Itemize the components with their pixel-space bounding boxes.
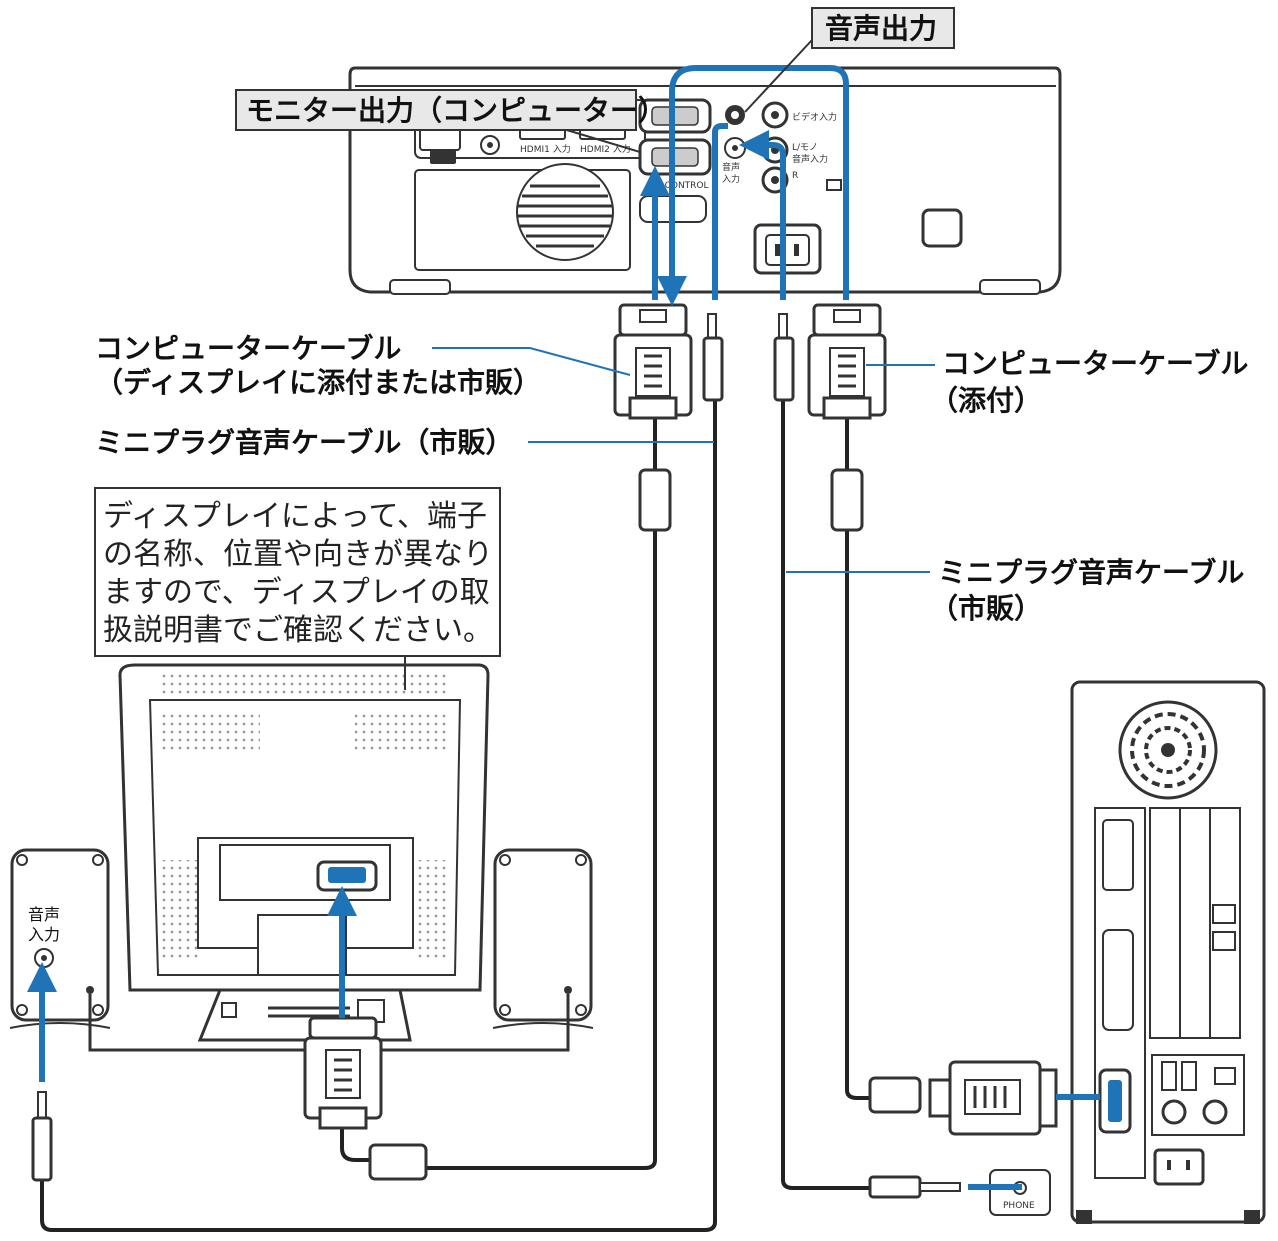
- audio-out-label: 音声出力: [825, 12, 937, 45]
- security-slot-icon: [826, 179, 842, 191]
- cable-left-sublabel: （ディスプレイに添付または市販）: [95, 366, 541, 399]
- svg-text:HDMI1 入力: HDMI1 入力: [520, 143, 571, 155]
- label-miniplug-right: ミニプラグ音声ケーブル （市販）: [786, 556, 1244, 625]
- note-line: の名称、位置や向きが異なり: [103, 537, 493, 572]
- dvi-port-icon: [1102, 819, 1134, 891]
- ps2-port-icon: [1161, 1099, 1187, 1125]
- svg-text:HDMI2 入力: HDMI2 入力: [580, 143, 631, 155]
- label-miniplug-left: ミニプラグ音声ケーブル（市販）: [95, 426, 714, 459]
- miniplug-right-label: ミニプラグ音声ケーブル: [938, 556, 1244, 589]
- note-line: 扱説明書でご確認ください。: [103, 613, 493, 648]
- label-cable-left: コンピューターケーブル （ディスプレイに添付または市販）: [95, 332, 631, 399]
- pc-power-inlet-icon: [1153, 1148, 1205, 1186]
- miniplug-right-sublabel: （市販）: [930, 592, 1042, 625]
- mini-plug-icon: [868, 1175, 961, 1199]
- speaker-right: [492, 848, 594, 1029]
- cable-right-sublabel: （添付）: [930, 384, 1042, 417]
- speaker-input-label: 入力: [28, 925, 60, 944]
- svg-text:ビデオ入力: ビデオ入力: [792, 111, 837, 123]
- note-line: ディスプレイによって、端子: [103, 499, 487, 534]
- usb-port-icon: [1161, 1061, 1177, 1091]
- connection-arrows: [27, 65, 1100, 1190]
- cable-left-label: コンピューターケーブル: [95, 332, 401, 365]
- label-cable-right: コンピューターケーブル （添付）: [866, 347, 1248, 417]
- svg-text:音声: 音声: [722, 161, 740, 173]
- monitor-out-label: モニター出力（コンピューター）: [246, 94, 666, 127]
- modem-port-icon: [1212, 931, 1236, 951]
- cable-right-label: コンピューターケーブル: [942, 347, 1248, 380]
- mini-plug-icon: [702, 313, 724, 402]
- monitor-out-callout: モニター出力（コンピューター）: [235, 89, 666, 153]
- svg-text:R: R: [792, 171, 798, 181]
- fan-icon: [1118, 700, 1218, 800]
- vent-grille-icon: [516, 163, 614, 261]
- audio-out-callout: 音声出力: [744, 7, 955, 113]
- svg-text:L/モノ: L/モノ: [792, 143, 818, 153]
- lan-port-icon: [419, 127, 461, 151]
- ferrite-core-icon: [868, 1076, 922, 1114]
- svg-text:PC CONTROL: PC CONTROL: [650, 181, 709, 191]
- note-line: ますので、ディスプレイの取: [103, 575, 490, 610]
- vga-plug-icon: [303, 1016, 383, 1130]
- phone-jack-panel: PHONE: [989, 1169, 1051, 1216]
- display-monitor: [118, 663, 490, 1042]
- vga-plug-icon: [807, 303, 887, 420]
- ferrite-core-icon: [830, 468, 864, 532]
- ethernet-port-icon: [1212, 904, 1236, 924]
- miniplug-left-label: ミニプラグ音声ケーブル（市販）: [95, 426, 513, 459]
- phone-label: PHONE: [1003, 1201, 1035, 1211]
- desktop-computer: [1070, 680, 1266, 1224]
- vga-plug-icon: [928, 1060, 1058, 1136]
- ferrite-core-icon: [638, 468, 672, 532]
- ferrite-core-icon: [368, 1143, 428, 1181]
- note-box: ディスプレイによって、端子 の名称、位置や向きが異なり ますので、ディスプレイの…: [94, 487, 501, 690]
- speaker-input-label: 音声: [28, 905, 60, 924]
- cables: [40, 400, 870, 1232]
- speaker-left: 音声 入力: [9, 848, 111, 1029]
- mini-plug-icon: [31, 1091, 53, 1182]
- svg-text:音声入力: 音声入力: [792, 153, 828, 165]
- vga-plug-icon: [613, 303, 693, 420]
- ps2-port-icon: [1202, 1099, 1228, 1125]
- mini-plug-icon: [773, 313, 795, 402]
- parallel-port-icon: [1102, 929, 1134, 1031]
- svg-text:入力: 入力: [722, 173, 740, 185]
- usb-port-icon: [430, 150, 456, 164]
- usb-port-icon: [1181, 1061, 1197, 1091]
